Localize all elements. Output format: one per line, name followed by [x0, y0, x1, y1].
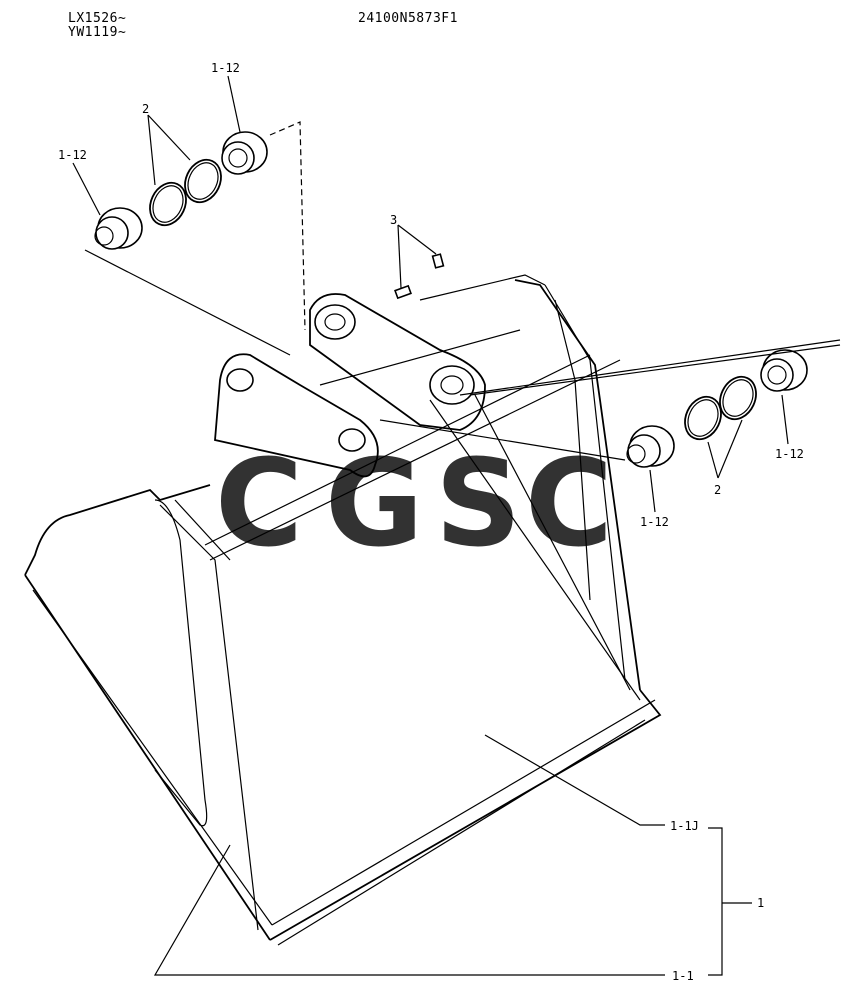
label-bushing-top: 1-12 [211, 61, 240, 75]
label-bucket-body: 1-1 [672, 969, 694, 983]
part-number: 24100N5873F1 [358, 11, 458, 26]
bushing-left [94, 207, 143, 250]
label-bushing-right-inner: 1-12 [640, 515, 669, 529]
label-bucket-assembly: 1 [757, 896, 764, 910]
label-shim-right: 2 [714, 483, 721, 497]
assembly-lines [72, 75, 841, 976]
pins [394, 253, 445, 300]
watermark-letter-2: G [325, 435, 424, 574]
bushing-top [221, 131, 268, 175]
bushing-right-outer [760, 349, 808, 392]
shims-right [684, 375, 757, 441]
label-bucket-liner: 1-1J [670, 819, 699, 833]
label-shim-left: 2 [142, 102, 149, 116]
watermark-letter-4: C [525, 435, 613, 574]
serial-range-line-2: YW1119~ [68, 25, 127, 40]
mounting-lugs [214, 274, 546, 478]
label-bushing-left: 1-12 [58, 148, 87, 162]
shims-left [149, 158, 222, 227]
watermark: C G S C [215, 435, 613, 574]
watermark-letter-3: S [435, 435, 521, 574]
label-bushing-right-outer: 1-12 [775, 447, 804, 461]
bushing-right-inner [626, 425, 675, 468]
serial-range-line-1: LX1526~ [68, 11, 127, 26]
watermark-letter-1: C [215, 435, 303, 574]
bucket-body [24, 279, 662, 946]
label-pin: 3 [390, 213, 397, 227]
